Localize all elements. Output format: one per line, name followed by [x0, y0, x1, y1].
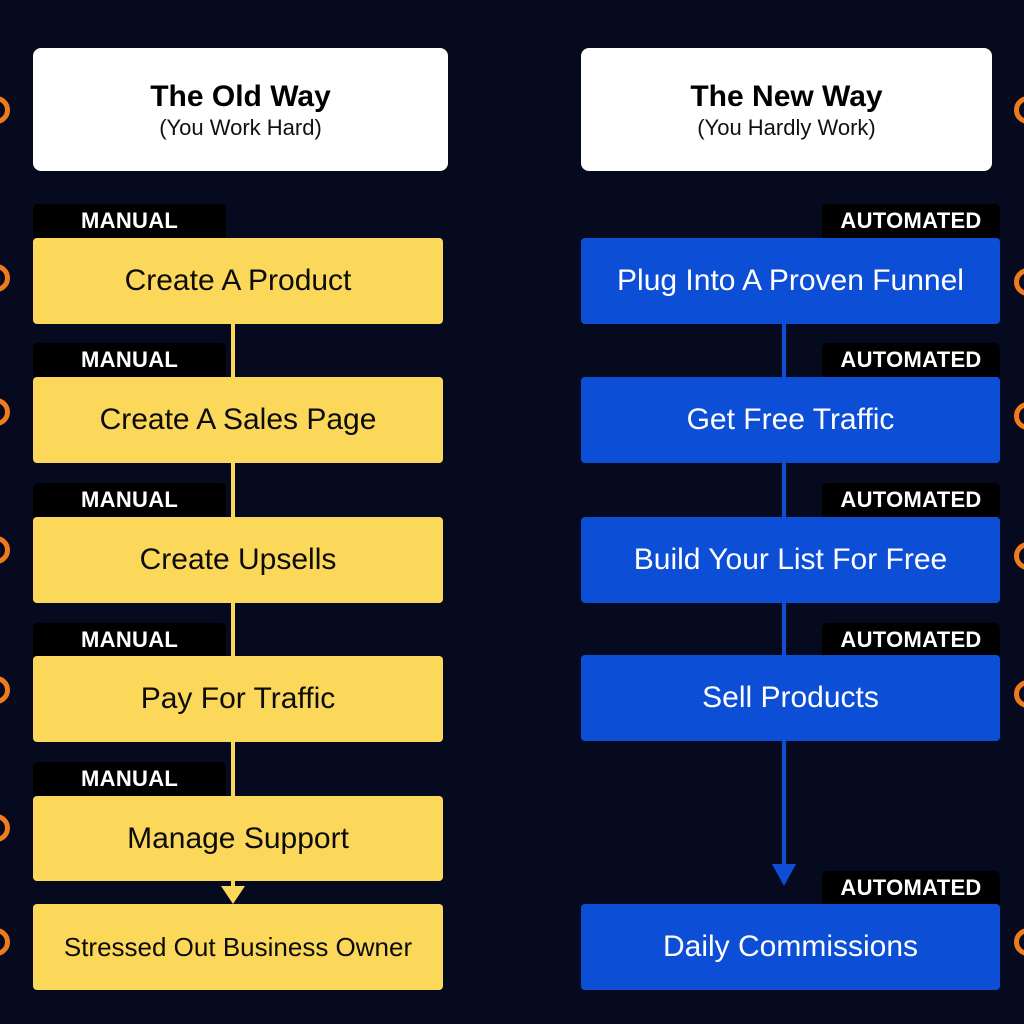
edge-dot-right-5 [1014, 680, 1024, 708]
edge-dot-right-3 [1014, 402, 1024, 430]
new-way-step-4: Sell Products [581, 655, 1000, 741]
new-way-connector-1 [782, 324, 786, 378]
new-way-outcome: Daily Commissions [581, 904, 1000, 990]
old-way-step-2: Create A Sales Page [33, 377, 443, 463]
edge-dot-left-2 [0, 264, 10, 292]
old-way-tag-1: MANUAL [33, 204, 226, 238]
edge-dot-right-4 [1014, 542, 1024, 570]
old-way-step-5: Manage Support [33, 796, 443, 881]
old-way-subtitle: (You Work Hard) [159, 115, 322, 140]
old-way-header: The Old Way (You Work Hard) [33, 48, 448, 171]
edge-dot-left-6 [0, 814, 10, 842]
new-way-step-2: Get Free Traffic [581, 377, 1000, 463]
new-way-connector-3 [782, 603, 786, 657]
new-way-subtitle: (You Hardly Work) [697, 115, 876, 140]
new-way-tag-4: AUTOMATED [822, 623, 1000, 657]
edge-dot-left-3 [0, 398, 10, 426]
old-way-connector-3 [231, 603, 235, 657]
new-way-step-3: Build Your List For Free [581, 517, 1000, 603]
old-way-tag-2: MANUAL [33, 343, 226, 377]
old-way-step-1: Create A Product [33, 238, 443, 324]
new-way-header: The New Way (You Hardly Work) [581, 48, 992, 171]
new-way-tag-2: AUTOMATED [822, 343, 1000, 377]
edge-dot-left-4 [0, 536, 10, 564]
edge-dot-right-6 [1014, 928, 1024, 956]
old-way-connector-4 [231, 742, 235, 796]
old-way-connector-2 [231, 463, 235, 518]
edge-dot-left-5 [0, 676, 10, 704]
new-way-connector-4 [782, 741, 786, 867]
old-way-tag-4: MANUAL [33, 623, 226, 657]
edge-dot-left-1 [0, 96, 10, 124]
new-way-title: The New Way [690, 80, 883, 113]
new-way-arrowhead [772, 864, 796, 886]
old-way-tag-5: MANUAL [33, 762, 226, 796]
old-way-tag-3: MANUAL [33, 483, 226, 517]
old-way-outcome: Stressed Out Business Owner [33, 904, 443, 990]
old-way-step-4: Pay For Traffic [33, 656, 443, 742]
new-way-tag-3: AUTOMATED [822, 483, 1000, 517]
new-way-tag-1: AUTOMATED [822, 204, 1000, 238]
old-way-arrowhead [221, 886, 245, 904]
old-way-connector-1 [231, 324, 235, 378]
old-way-title: The Old Way [150, 80, 331, 113]
new-way-step-1: Plug Into A Proven Funnel [581, 238, 1000, 324]
new-way-tag-5: AUTOMATED [822, 871, 1000, 905]
edge-dot-left-7 [0, 928, 10, 956]
new-way-connector-2 [782, 463, 786, 518]
old-way-connector-5 [231, 881, 235, 889]
edge-dot-right-2 [1014, 268, 1024, 296]
old-way-step-3: Create Upsells [33, 517, 443, 603]
edge-dot-right-1 [1014, 96, 1024, 124]
